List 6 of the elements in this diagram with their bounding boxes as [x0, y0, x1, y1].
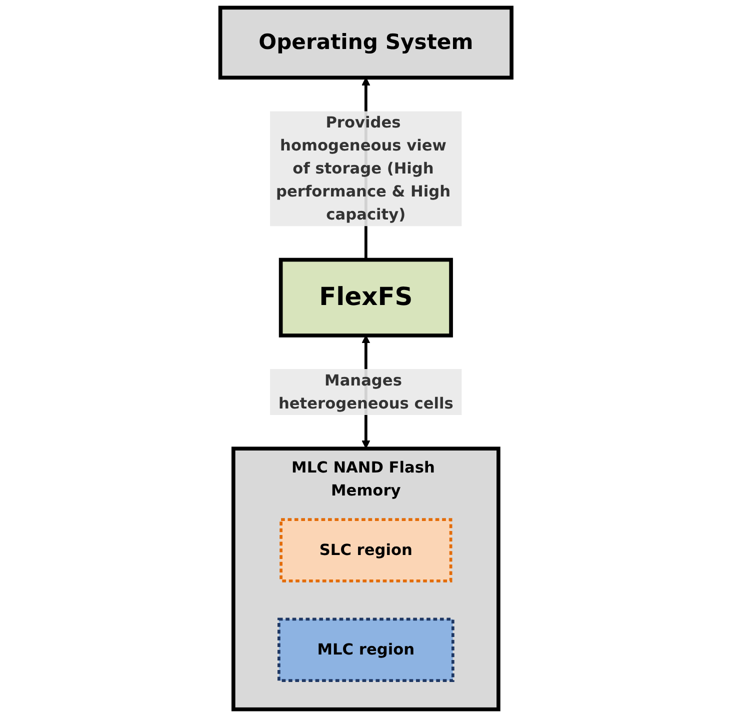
node-box: MLC region — [277, 618, 454, 682]
node-box: Operating System — [218, 6, 514, 80]
edge-label: Manages heterogeneous cells — [278, 370, 453, 412]
node-box: SLC region — [279, 518, 452, 582]
node-box: FlexFS — [278, 258, 453, 338]
edge-label: Provides homogeneous view of storage (High performance & High capacity) — [276, 113, 450, 224]
